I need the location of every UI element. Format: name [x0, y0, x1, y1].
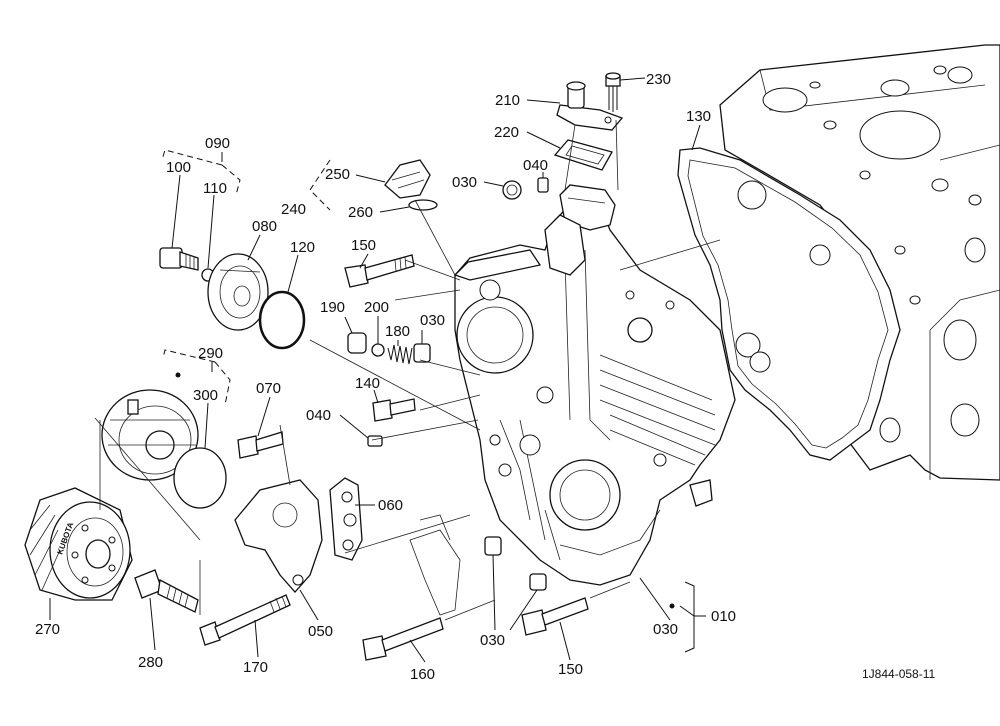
label-030-right: 030 — [653, 621, 678, 638]
part-040-pin-mid — [367, 435, 383, 447]
part-200-ball — [371, 343, 385, 357]
part-290-oil-cooler — [101, 389, 199, 481]
gear-case — [454, 199, 736, 586]
label-200: 200 — [364, 299, 389, 316]
part-050-pump-housing — [234, 479, 323, 593]
part-120-o-ring — [258, 290, 306, 350]
part-280-nipple — [134, 569, 199, 613]
label-150-upper: 150 — [351, 237, 376, 254]
part-180-spring — [387, 344, 413, 365]
label-040-top: 040 — [523, 157, 548, 174]
front-bracket — [409, 514, 461, 616]
part-060-gasket — [329, 477, 363, 561]
part-170-long-bolt — [199, 594, 291, 646]
part-220-gasket — [553, 139, 613, 171]
label-150-lower: 150 — [558, 661, 583, 678]
gear-case-upper-lip — [453, 249, 542, 281]
label-290: 290 — [198, 345, 223, 362]
label-270: 270 — [35, 621, 60, 638]
thermostat-housing — [544, 184, 616, 276]
ref-dot-290 — [175, 372, 181, 378]
part-100-bolt — [159, 247, 199, 271]
part-number-labels: 230 210 130 220 090 040 100 250 030 110 … — [35, 71, 736, 683]
part-150-bolt-upper — [344, 254, 415, 288]
part-080-plate — [207, 253, 269, 331]
label-060: 060 — [378, 497, 403, 514]
label-230: 230 — [646, 71, 671, 88]
part-260-o-ring — [408, 199, 438, 211]
label-080: 080 — [252, 218, 277, 235]
label-210: 210 — [495, 92, 520, 109]
part-150-bolt-lower — [521, 597, 589, 636]
label-010: 010 — [711, 608, 736, 625]
label-050: 050 — [308, 623, 333, 640]
label-170: 170 — [243, 659, 268, 676]
part-210-water-flange — [556, 81, 624, 131]
label-030-lower: 030 — [480, 632, 505, 649]
part-270-oil-filter — [24, 487, 133, 601]
label-030-mid: 030 — [420, 312, 445, 329]
label-240: 240 — [281, 201, 306, 218]
part-040-pin-top — [537, 177, 549, 193]
label-190: 190 — [320, 299, 345, 316]
label-040-mid: 040 — [306, 407, 331, 424]
label-250: 250 — [325, 166, 350, 183]
ref-dot-010 — [669, 603, 675, 609]
label-180: 180 — [385, 323, 410, 340]
part-160-long-bolt — [362, 617, 444, 661]
label-110: 110 — [203, 180, 227, 197]
part-190-plunger — [347, 332, 367, 354]
part-230-bolt — [605, 72, 621, 112]
part-030-plug-top — [502, 180, 522, 200]
leader-lines — [49, 77, 721, 663]
label-130: 130 — [686, 108, 711, 125]
drawing-number: 1J844-058-11 — [862, 667, 935, 681]
part-030-plug-mid — [413, 343, 431, 363]
part-030-plug-lower-a — [484, 536, 502, 556]
label-220: 220 — [494, 124, 519, 141]
label-300: 300 — [193, 387, 218, 404]
part-030-plug-lower-b — [529, 573, 547, 591]
label-070: 070 — [256, 380, 281, 397]
part-070-bolt — [237, 431, 284, 459]
part-300-o-ring — [173, 447, 227, 509]
gasket-130 — [677, 147, 901, 461]
label-120: 120 — [290, 239, 315, 256]
part-140-bolt — [372, 398, 416, 422]
label-030-top: 030 — [452, 174, 477, 191]
label-280: 280 — [138, 654, 163, 671]
label-100: 100 — [166, 159, 191, 176]
label-160: 160 — [410, 666, 435, 683]
part-250-filler-cap — [384, 159, 431, 199]
label-090: 090 — [205, 135, 230, 152]
label-260: 260 — [348, 204, 373, 221]
label-140: 140 — [355, 375, 380, 392]
